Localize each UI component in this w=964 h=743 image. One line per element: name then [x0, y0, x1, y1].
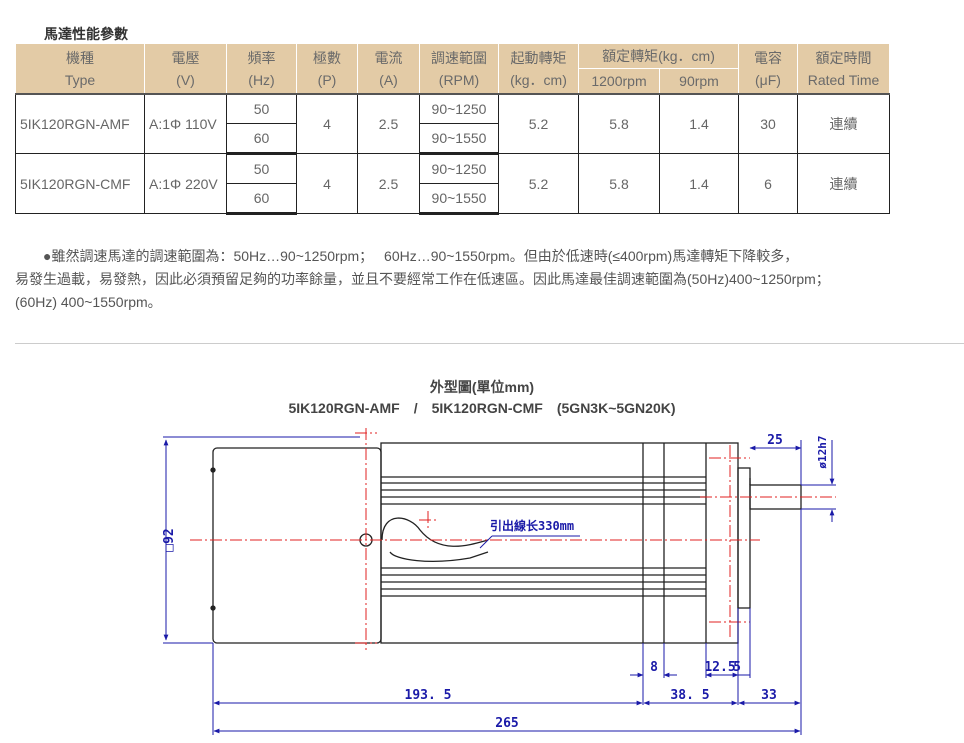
cell-capacitor: 30 [738, 93, 798, 154]
cell-torque-1200: 5.8 [578, 93, 660, 154]
dim-38-5-label: 38. 5 [670, 688, 709, 703]
note-line: ●雖然調速馬達的調速範圍為：50Hz…90~1250rpm； 60Hz…90~1… [43, 248, 799, 264]
table-row: 5IK120RGN-CMF A:1Φ 220V 50 4 2.5 90~1250… [15, 153, 890, 214]
table-row: 5IK120RGN-AMF A:1Φ 110V 50 4 2.5 90~1250… [15, 93, 890, 154]
dim-193-5-label: 193. 5 [405, 688, 452, 703]
motor-body [210, 442, 802, 644]
cell-frequency: 60 [226, 183, 297, 215]
dim-265-label: 265 [495, 716, 518, 731]
table-row: 60 90~1550 [16, 183, 890, 215]
cell-voltage: A:1Φ 220V [144, 153, 227, 214]
cell-starting-torque: 5.2 [498, 93, 579, 154]
header-speed-range: 調速範圍(RPM) [419, 43, 499, 95]
cell-voltage: A:1Φ 110V [144, 93, 227, 154]
cell-frequency: 50 [226, 153, 297, 184]
cell-speed-range: 90~1250 [419, 153, 499, 184]
header-capacitor: 電容(μF) [738, 43, 798, 95]
cell-rated-time: 連續 [797, 153, 890, 214]
header-torque-1200: 1200rpm [578, 68, 660, 95]
note-line: (60Hz) 400~1550rpm。 [15, 294, 162, 310]
divider [15, 343, 964, 344]
header-voltage: 電壓(V) [144, 43, 227, 95]
header-frequency: 頻率(Hz) [226, 43, 297, 95]
cell-current: 2.5 [357, 153, 420, 214]
cell-model: 5IK120RGN-CMF [15, 153, 145, 214]
cell-model: 5IK120RGN-AMF [15, 93, 145, 154]
header-poles: 極數(P) [296, 43, 358, 95]
header-starting-torque: 起動轉矩(kg．cm) [498, 43, 579, 95]
dim-8-label: 8 [650, 660, 658, 675]
dim-shaft-dia-label: ø12h7 [816, 435, 829, 468]
dim-5-label: 5 [733, 660, 741, 675]
table-row: 60 90~1550 [16, 123, 890, 155]
header-rated-torque: 額定轉矩(kg．cm) [578, 43, 739, 69]
cell-starting-torque: 5.2 [498, 153, 579, 214]
section-title: 馬達性能參數 [44, 27, 128, 43]
cell-capacitor: 6 [738, 153, 798, 214]
cell-frequency: 60 [226, 123, 297, 155]
lead-wire-label: 引出線长330mm [490, 518, 574, 533]
header-torque-90: 90rpm [659, 68, 739, 95]
drawing-title: 外型圖(單位mm) [429, 379, 535, 395]
dimension-lines [163, 436, 836, 735]
cell-speed-range: 90~1550 [419, 183, 499, 215]
dim-shaft-length-label: 25 [767, 433, 783, 448]
outline-drawing: □92 25 ø12h7 8 12.5 5 193. 5 38. 5 33 26… [162, 428, 836, 735]
cell-poles: 4 [296, 153, 358, 214]
dim-12-5-label: 12.5 [704, 660, 735, 675]
cell-torque-1200: 5.8 [578, 153, 660, 214]
cell-frequency: 50 [226, 93, 297, 124]
header-current: 電流(A) [357, 43, 420, 95]
cell-speed-range: 90~1250 [419, 93, 499, 124]
cell-poles: 4 [296, 93, 358, 154]
cell-rated-time: 連續 [797, 93, 890, 154]
speed-note: ●雖然調速馬達的調速範圍為：50Hz…90~1250rpm； 60Hz…90~1… [15, 245, 955, 314]
dim-33-label: 33 [761, 688, 777, 703]
cell-current: 2.5 [357, 93, 420, 154]
dim-height-label: □92 [162, 528, 177, 551]
cell-torque-90: 1.4 [659, 153, 739, 214]
drawing-subtitle: 5IK120RGN-AMF / 5IK120RGN-CMF (5GN3K~5GN… [288, 400, 676, 416]
cell-torque-90: 1.4 [659, 93, 739, 154]
note-line: 易發生過載，易發熱，因此必須預留足夠的功率餘量，並且不要經常工作在低速區。因此馬… [15, 271, 830, 287]
cell-speed-range: 90~1550 [419, 123, 499, 155]
centerlines [190, 428, 836, 650]
